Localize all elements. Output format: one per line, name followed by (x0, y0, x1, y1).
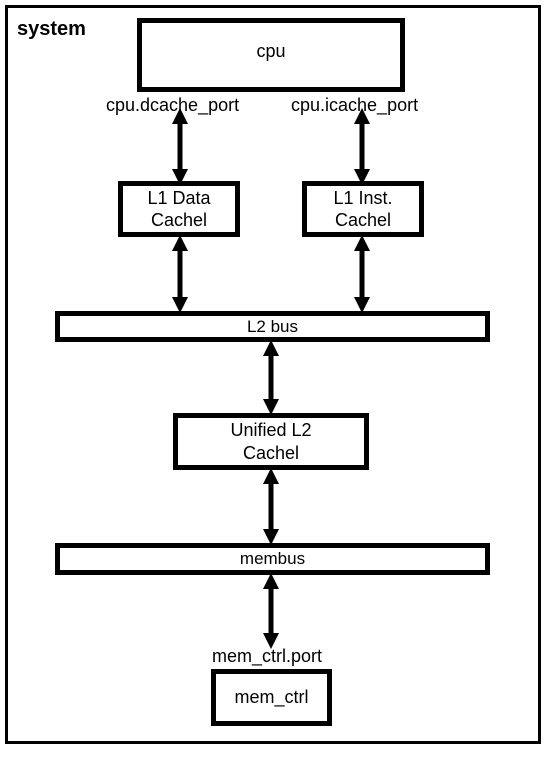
l2-bus-label: L2 bus (246, 316, 299, 336)
l1-data-cache-line1: L1 Data (147, 187, 211, 208)
dcache-port-label: cpu.dcache_port (106, 95, 240, 115)
membus-bar: membus (55, 543, 490, 575)
l1-inst-cache-line1: L1 Inst. (333, 187, 393, 208)
system-title: system (17, 18, 86, 40)
membus-label: membus (239, 549, 306, 568)
cpu-box: cpu (137, 18, 405, 92)
mem-ctrl-box: mem_ctrl (211, 669, 332, 726)
l2-bus-bar: L2 bus (55, 311, 490, 342)
l1-inst-cache-box: L1 Inst. Cachel (302, 181, 424, 237)
icache-port-label: cpu.icache_port (291, 95, 419, 115)
l1-data-cache-line2: Cachel (150, 210, 207, 230)
system-frame (5, 5, 541, 744)
unified-l2-cache-line2: Cachel (242, 442, 300, 463)
unified-l2-cache-line1: Unified L2 (230, 420, 312, 440)
l1-data-cache-box: L1 Data Cachel (118, 181, 240, 237)
l1-inst-cache-line2: Cachel (334, 210, 391, 230)
mem-ctrl-label: mem_ctrl (234, 687, 309, 708)
cpu-label: cpu (256, 41, 286, 61)
unified-l2-cache-box: Unified L2 Cachel (173, 413, 369, 470)
mem-ctrl-port-label: mem_ctrl.port (212, 646, 323, 666)
